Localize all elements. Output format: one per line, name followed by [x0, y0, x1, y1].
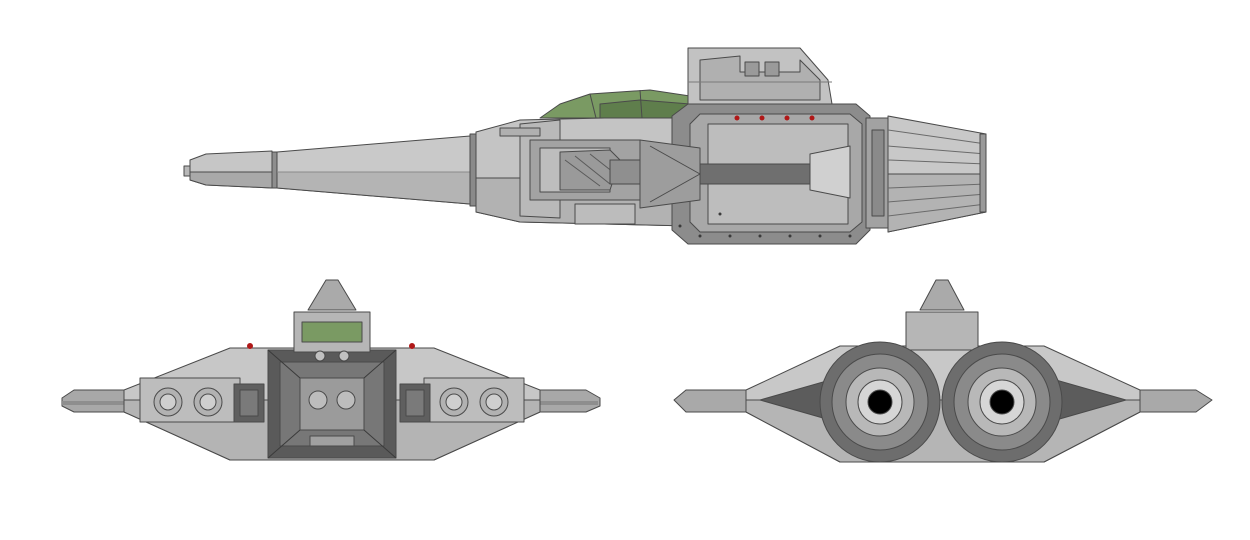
thruster-collar — [865, 117, 889, 229]
front-view — [61, 279, 601, 461]
rear-right-engine — [941, 341, 1063, 463]
rear-top-fin — [905, 279, 979, 351]
nose-probe — [183, 150, 278, 189]
side-view — [183, 47, 987, 245]
front-left-cannon — [61, 389, 125, 413]
front-intakes — [153, 387, 509, 417]
rear-left-cannon — [673, 389, 747, 413]
rear-left-engine — [819, 341, 941, 463]
front-right-cannon — [535, 389, 601, 413]
rear-view — [673, 279, 1213, 463]
rear-right-cannon — [1135, 389, 1213, 413]
side-red-lights — [734, 115, 815, 121]
engine-pod — [639, 103, 871, 245]
side-rivets — [678, 212, 852, 238]
front-cockpit-housing — [267, 349, 397, 459]
mid-hull — [475, 115, 691, 227]
front-vents — [233, 383, 431, 423]
dorsal-turret — [687, 47, 833, 105]
forward-hull — [276, 133, 477, 207]
front-canopy — [293, 279, 371, 362]
thruster-nozzle — [887, 115, 987, 233]
front-red-lights — [247, 343, 415, 349]
canopy — [539, 89, 691, 119]
